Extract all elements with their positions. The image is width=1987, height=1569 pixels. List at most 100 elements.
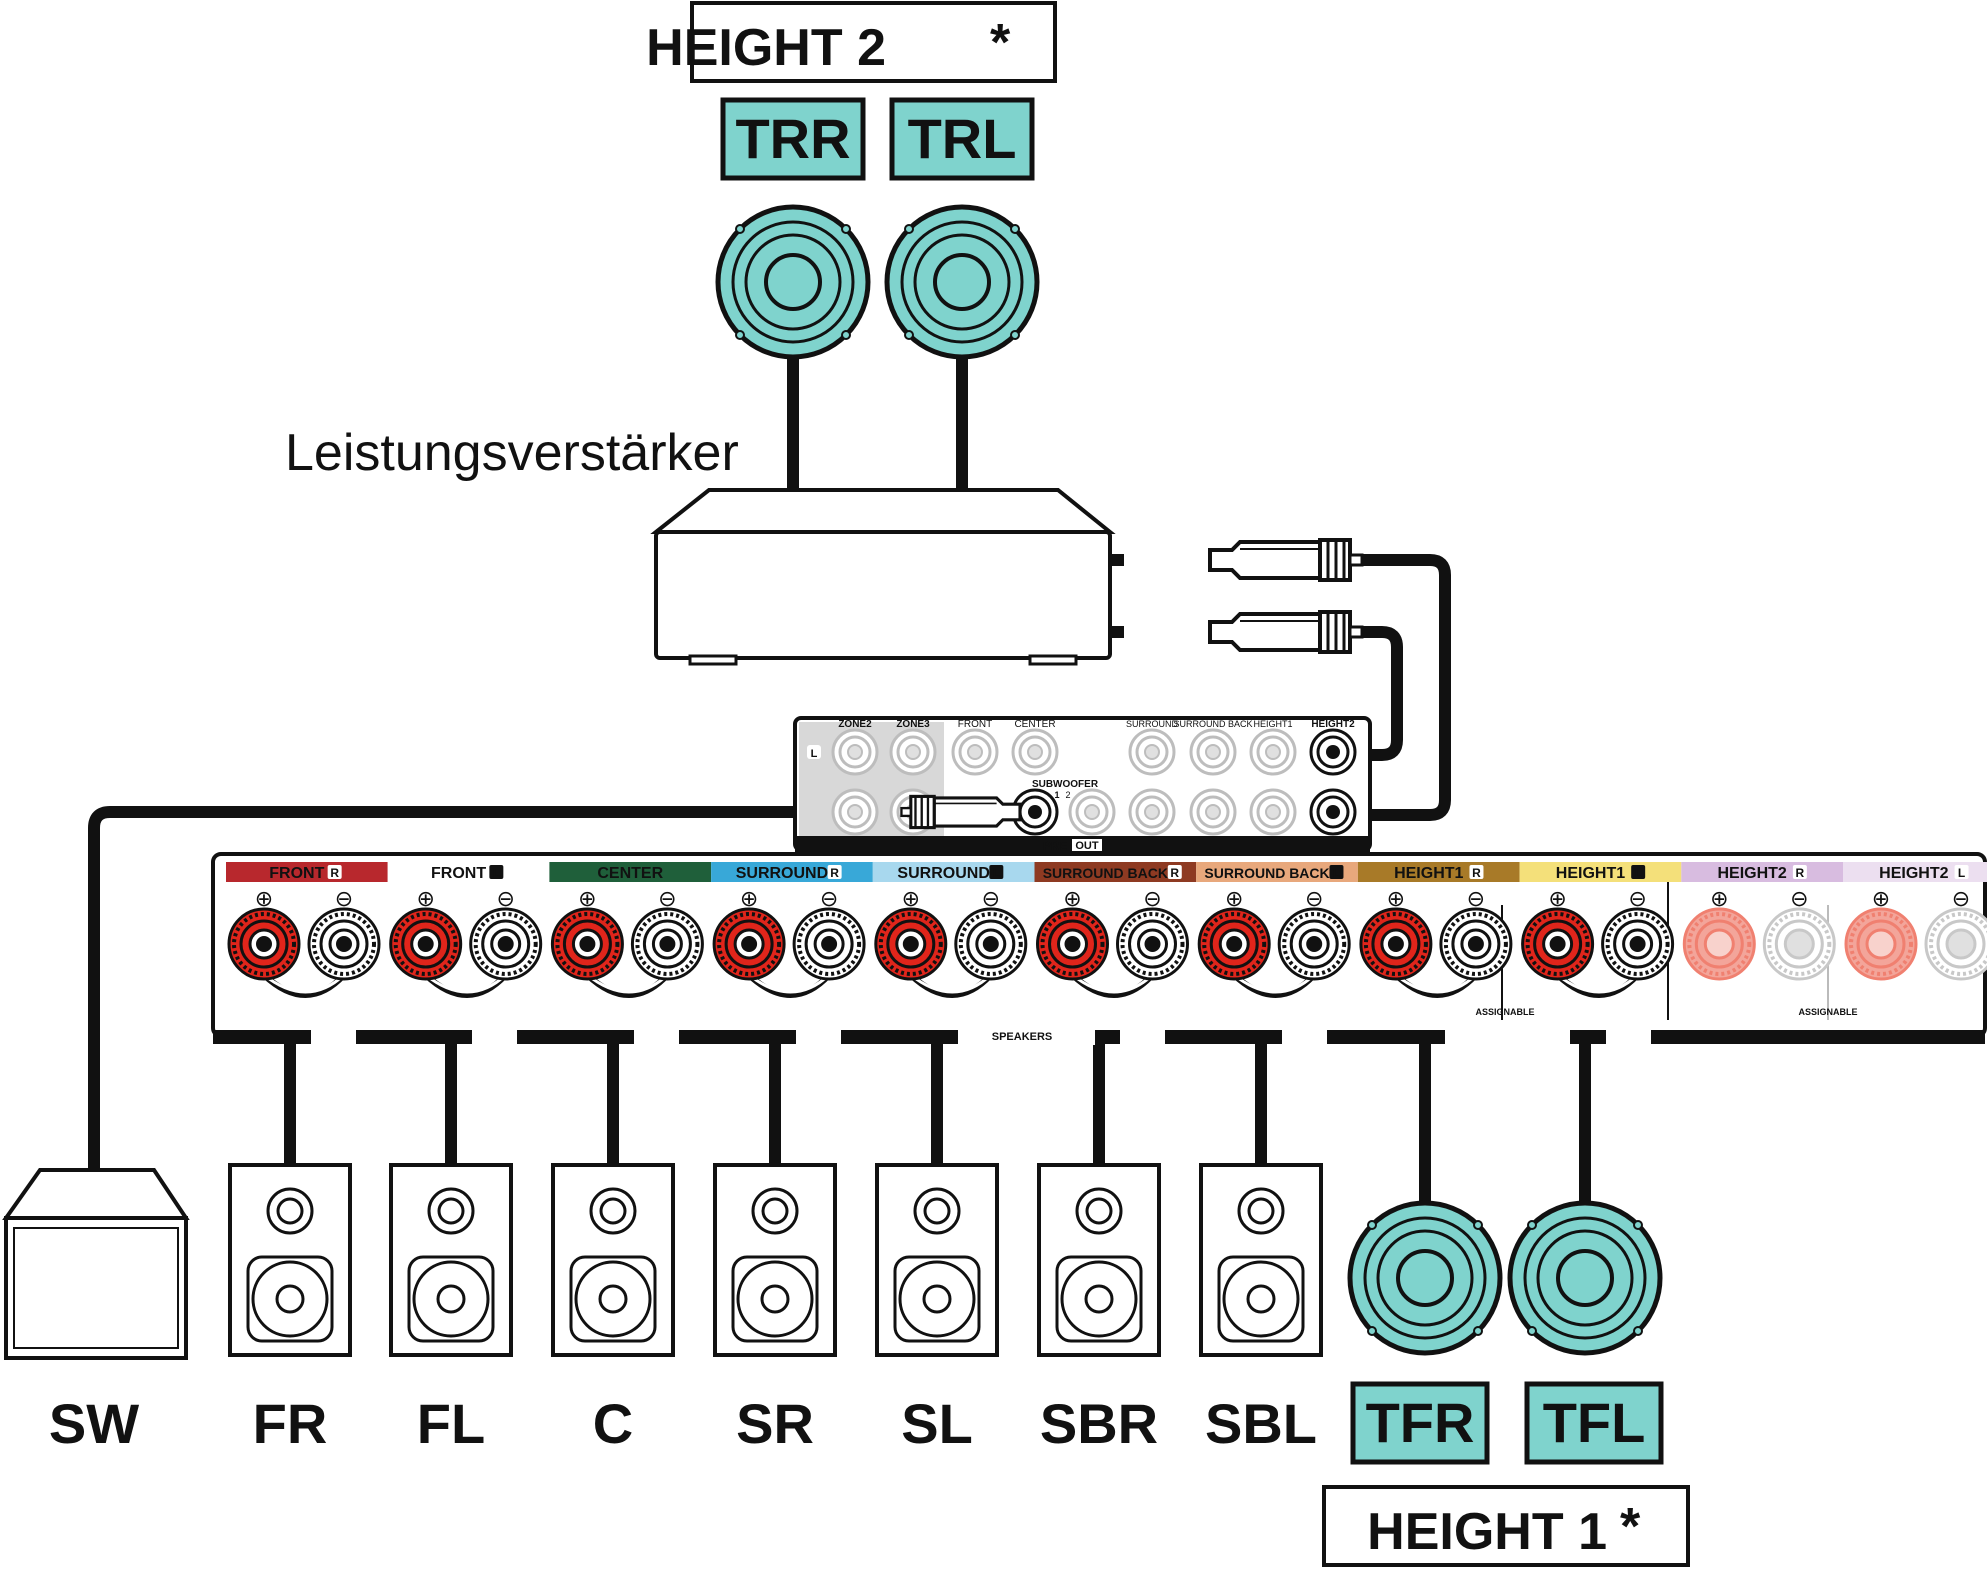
negative-terminal-icon[interactable]: [792, 907, 867, 981]
surround-back-preout-label: SURROUND BACK: [1173, 719, 1252, 729]
terminal-wire-bridge-inner: [909, 973, 992, 994]
terminal-header-bg: [226, 862, 388, 882]
trl-label: TRL: [908, 107, 1017, 170]
minus-symbol-icon: ⊖: [982, 886, 1000, 911]
tfr-speaker-icon: [1350, 1203, 1500, 1353]
negative-terminal-icon[interactable]: [468, 907, 543, 981]
zone2-jack-icon: [831, 728, 879, 776]
preout-out: OUT: [1075, 840, 1099, 852]
positive-terminal-icon[interactable]: [873, 907, 948, 981]
positive-terminal-icon[interactable]: [1844, 907, 1918, 981]
plus-symbol-icon: ⊕: [578, 886, 596, 911]
terminal-header-label: SURROUND BACK: [1204, 865, 1329, 881]
front-preout-label: FRONT: [958, 719, 992, 730]
negative-terminal-icon[interactable]: [1600, 907, 1675, 981]
negative-terminal-icon[interactable]: [307, 907, 381, 981]
negative-terminal-icon[interactable]: [630, 907, 705, 981]
sr-speaker-icon: [713, 1163, 837, 1357]
minus-symbol-icon: ⊖: [1628, 886, 1646, 911]
height1-preout-label: HEIGHT1: [1253, 719, 1292, 729]
height1-asterisk: *: [1620, 1498, 1641, 1556]
minus-symbol-icon: ⊖: [496, 886, 514, 911]
positive-terminal-icon[interactable]: [550, 907, 625, 981]
terminal-header-label: HEIGHT2: [1717, 865, 1786, 882]
plus-symbol-icon: ⊕: [902, 886, 920, 911]
subwoofer-2-label: 2: [1065, 790, 1070, 800]
fr-label: FR: [253, 1392, 328, 1455]
terminal-side-letter: R: [830, 866, 839, 880]
height2-r-jack-icon: [1309, 788, 1357, 836]
terminal-wire-bridge-inner: [1233, 973, 1316, 994]
terminal-wire-bridge-inner: [748, 973, 831, 994]
terminal-header-label: FRONT: [269, 865, 324, 882]
sbr-speaker-icon: [1037, 1163, 1161, 1357]
negative-terminal-icon[interactable]: [953, 907, 1028, 981]
fl-speaker-icon: [389, 1163, 513, 1357]
rca-plug-icon: [1208, 610, 1364, 654]
positive-terminal-icon[interactable]: [1520, 907, 1595, 981]
terminal-wire-bridge-inner: [1071, 973, 1154, 994]
terminal-side-letter: L: [1333, 866, 1340, 880]
positive-terminal-icon[interactable]: [712, 907, 787, 981]
height2-preout-label: HEIGHT2: [1311, 719, 1355, 730]
positive-terminal-icon[interactable]: [1682, 907, 1757, 981]
surround-back-jack-icon: [1189, 788, 1237, 836]
zone2-jack-icon: [831, 788, 879, 836]
terminal-wire-bridge-inner: [1394, 973, 1477, 994]
terminal-header-bg: [1034, 862, 1197, 882]
tfl-speaker-icon: [1510, 1203, 1660, 1353]
positive-terminal-icon[interactable]: [227, 907, 301, 981]
sbl-speaker-icon: [1199, 1163, 1323, 1357]
minus-symbol-icon: ⊖: [335, 886, 353, 911]
terminal-side-badge: [1954, 865, 1969, 879]
negative-terminal-icon[interactable]: [1762, 907, 1837, 981]
terminal-side-badge: [327, 865, 342, 879]
c-label: C: [593, 1392, 633, 1455]
negative-terminal-icon[interactable]: [1438, 907, 1513, 981]
height1-jack-icon: [1249, 788, 1297, 836]
plus-symbol-icon: ⊕: [1225, 886, 1243, 911]
terminal-side-letter: R: [1796, 866, 1805, 880]
terminal-side-badge: [827, 865, 842, 879]
sw-label: SW: [49, 1392, 139, 1455]
minus-symbol-icon: ⊖: [658, 886, 676, 911]
zone3-label: ZONE3: [896, 719, 930, 730]
surround-jack-icon: [1128, 728, 1176, 776]
top-rear-speakers: TRR TRL: [718, 97, 1037, 357]
terminal-side-letter: R: [330, 866, 339, 880]
positive-terminal-icon[interactable]: [1358, 907, 1433, 981]
positive-terminal-icon[interactable]: [1035, 907, 1110, 981]
terminal-header-label: SURROUND: [736, 865, 828, 882]
subwoofer-1-label: 1: [1054, 790, 1059, 800]
height1-label: HEIGHT 1: [1367, 1503, 1607, 1561]
positive-terminal-icon[interactable]: [388, 907, 463, 981]
terminal-side-letter: R: [1170, 866, 1179, 880]
terminal-wire-bridge-inner: [586, 973, 669, 994]
terminal-side-badge: [1792, 865, 1807, 879]
assignable-label-2: ASSIGNABLE: [1798, 1007, 1857, 1017]
trr-speaker-icon: [718, 207, 868, 357]
preout-left-marker: L: [811, 748, 818, 760]
terminal-header-label: SURROUND: [897, 865, 989, 882]
subwoofer-icon: [2, 1168, 190, 1360]
terminal-wire-bridge-inner: [424, 973, 507, 994]
negative-terminal-icon[interactable]: [1115, 907, 1190, 981]
rca-plug-icon: [1208, 538, 1364, 582]
negative-terminal-icon[interactable]: [1924, 907, 1987, 981]
center-jack-icon: [1011, 728, 1059, 776]
speakers-strip-label: SPEAKERS: [992, 1031, 1053, 1043]
terminal-header-label: FRONT: [431, 865, 486, 882]
plus-symbol-icon: ⊕: [1872, 886, 1890, 911]
positive-terminal-icon[interactable]: [1197, 907, 1272, 981]
zone3-jack-icon: [889, 728, 937, 776]
negative-terminal-icon[interactable]: [1277, 907, 1352, 981]
subwoofer-2-jack-icon: [1068, 788, 1116, 836]
minus-symbol-icon: ⊖: [1790, 886, 1808, 911]
minus-symbol-icon: ⊖: [1143, 886, 1161, 911]
terminal-header-bg: [387, 862, 550, 882]
height1-label-box: HEIGHT 1 *: [1322, 1485, 1690, 1567]
height1-jack-icon: [1249, 728, 1297, 776]
fr-speaker-icon: [228, 1163, 352, 1357]
floor-speaker-labels: SW FR FL C SR SL SBR SBL TFR TFL: [49, 1381, 1664, 1465]
